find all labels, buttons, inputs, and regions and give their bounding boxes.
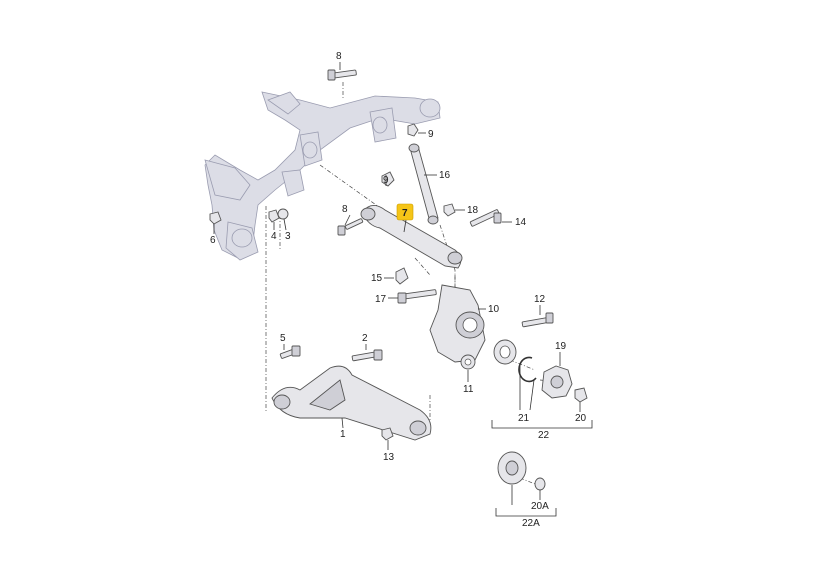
label-9-mid[interactable]: 9 bbox=[383, 175, 389, 186]
part-15 bbox=[395, 267, 409, 285]
label-6[interactable]: 6 bbox=[210, 235, 216, 246]
nut-18 bbox=[443, 203, 456, 217]
label-20a[interactable]: 20A bbox=[531, 501, 549, 512]
label-14[interactable]: 14 bbox=[515, 217, 527, 228]
label-13[interactable]: 13 bbox=[383, 452, 395, 463]
part-7-control-arm bbox=[360, 203, 463, 269]
label-17[interactable]: 17 bbox=[375, 294, 387, 305]
label-9-top[interactable]: 9 bbox=[428, 129, 434, 140]
part-10-knuckle bbox=[429, 284, 486, 363]
nut-4 bbox=[268, 209, 280, 223]
label-16[interactable]: 16 bbox=[439, 170, 451, 181]
label-22[interactable]: 22 bbox=[538, 430, 550, 441]
part-labels: 8 9 9 16 7 8 18 14 6 4 3 15 17 10 12 19 … bbox=[210, 51, 587, 529]
nut-20 bbox=[574, 387, 588, 403]
part-1-lower-arm bbox=[271, 365, 432, 441]
part-21-bearing bbox=[493, 339, 517, 365]
part-circlip bbox=[518, 356, 537, 383]
washer-3 bbox=[277, 208, 289, 220]
nut-6 bbox=[209, 211, 222, 225]
label-8-top[interactable]: 8 bbox=[336, 51, 342, 62]
part-11-bushing bbox=[460, 354, 476, 370]
label-2[interactable]: 2 bbox=[362, 333, 368, 344]
label-22a[interactable]: 22A bbox=[522, 518, 540, 529]
label-12[interactable]: 12 bbox=[534, 294, 546, 305]
part-22a-hub bbox=[497, 451, 546, 491]
label-4[interactable]: 4 bbox=[271, 231, 277, 242]
nuts bbox=[209, 123, 588, 441]
label-21[interactable]: 21 bbox=[518, 413, 530, 424]
label-7[interactable]: 7 bbox=[402, 208, 408, 219]
label-5[interactable]: 5 bbox=[280, 333, 286, 344]
nut-9-mid bbox=[381, 171, 395, 187]
label-8-left[interactable]: 8 bbox=[342, 204, 348, 215]
label-3[interactable]: 3 bbox=[285, 231, 291, 242]
part-16-link bbox=[408, 143, 439, 225]
label-20[interactable]: 20 bbox=[575, 413, 587, 424]
label-11[interactable]: 11 bbox=[463, 384, 474, 395]
bolts bbox=[279, 69, 554, 362]
label-15[interactable]: 15 bbox=[371, 273, 383, 284]
part-19-hub bbox=[541, 365, 573, 399]
leader-lines bbox=[213, 62, 593, 517]
label-18[interactable]: 18 bbox=[467, 205, 479, 216]
subframe bbox=[204, 91, 441, 261]
nut-13 bbox=[381, 427, 394, 441]
label-10[interactable]: 10 bbox=[488, 304, 500, 315]
label-19[interactable]: 19 bbox=[555, 341, 567, 352]
part-7-highlight-marker bbox=[396, 203, 414, 221]
nut-9-top bbox=[407, 123, 419, 137]
label-1[interactable]: 1 bbox=[340, 429, 346, 440]
